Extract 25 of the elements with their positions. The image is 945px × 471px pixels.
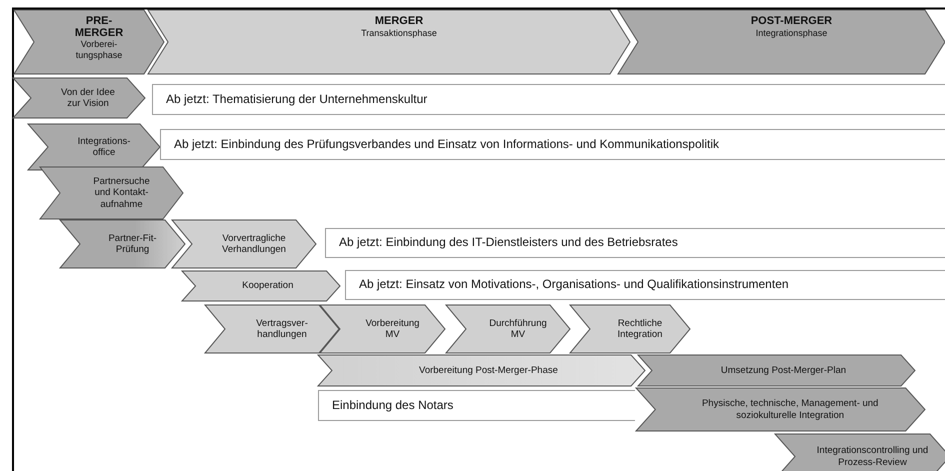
step-label: Vertragsver-handlungen xyxy=(255,318,309,340)
note-text: Ab jetzt: Thematisierung der Unternehmenskultur xyxy=(166,94,428,106)
step-label: Partnersuche und Kontakt-aufnahme xyxy=(92,176,151,210)
note-text: Ab jetzt: Einsatz von Motivations-, Organisations- und Qualifikationsinstrumenten xyxy=(359,279,789,291)
step-label: Umsetzung Post-Merger-Plan xyxy=(720,364,846,376)
step-label: Rechtliche Integration xyxy=(616,318,664,340)
phase-subtitle: Integrationsphase xyxy=(756,28,828,38)
phase-subtitle: Vorberei-tungsphase xyxy=(74,39,124,61)
phase-subtitle: Transaktionsphase xyxy=(361,28,437,38)
step-label: Vorbereitung MV xyxy=(364,318,420,340)
step-label: Integrations-office xyxy=(76,136,132,158)
note-text: Einbindung des Notars xyxy=(332,400,454,412)
step-label: Physische, technische, Management- und soziokulturelle Integration xyxy=(700,398,880,421)
step-label: Partner-Fit-Prüfung xyxy=(107,232,158,256)
step-label: Kooperation xyxy=(242,280,294,292)
step-label: Durchführung MV xyxy=(488,318,548,340)
note-text: Ab jetzt: Einbindung des Prüfungsverbandes und Einsatz von Informations- und Kommunikationspolitik xyxy=(174,138,719,150)
step-label: Vorbereitung Post-Merger-Phase xyxy=(419,364,558,376)
phase-title: MERGER xyxy=(374,16,424,28)
note-text: Ab jetzt: Einbindung des IT-Dienstleisters und des Betriebsrates xyxy=(339,237,678,249)
phase-title: PRE-MERGER xyxy=(74,16,124,39)
step-label: Vorvertragliche Verhandlungen xyxy=(221,232,287,256)
phase-title: POST-MERGER xyxy=(750,16,832,28)
step-label: Von der Idee zur Vision xyxy=(60,86,116,110)
step-label: Integrationscontrolling und Prozess-Review xyxy=(816,445,930,468)
